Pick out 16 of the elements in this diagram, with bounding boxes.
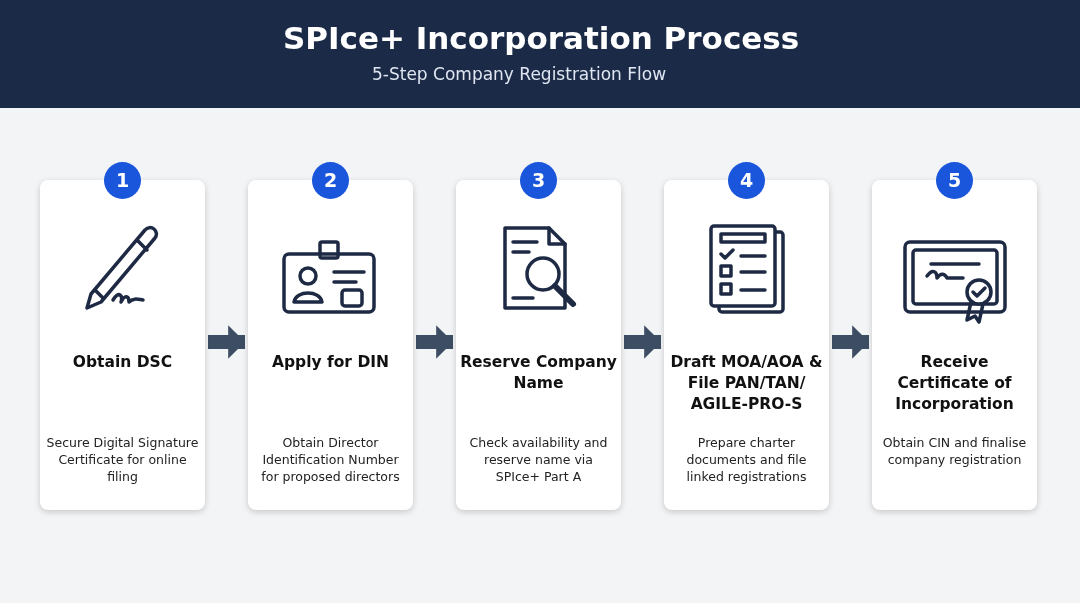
step-title: Receive Certificate of Incorporation [894,352,1015,415]
step-title: Draft MOA/AOA & File PAN/TAN/ AGILE-PRO-S [669,352,824,415]
step-description: Check availability and reserve name via SPIce+ Part A [468,434,609,485]
arrow [832,325,869,359]
arrow [208,325,245,359]
step-description: Prepare charter documents and file linked registrations [685,434,808,485]
step-description: Obtain CIN and finalise company registration [881,434,1028,468]
arrow [624,325,661,359]
step-description: Obtain Director Identification Number for proposed directors [260,434,401,485]
arrow [416,325,453,359]
step-title: Reserve Company Name [460,352,617,394]
subtitle: 5-Step Company Registration Flow [372,64,667,84]
step-title: Apply for DIN [270,352,390,373]
step-title: Obtain DSC [71,352,174,373]
title: SPIce+ Incorporation Process [283,20,800,56]
step-description: Secure Digital Signature Certificate for online filing [46,434,199,485]
